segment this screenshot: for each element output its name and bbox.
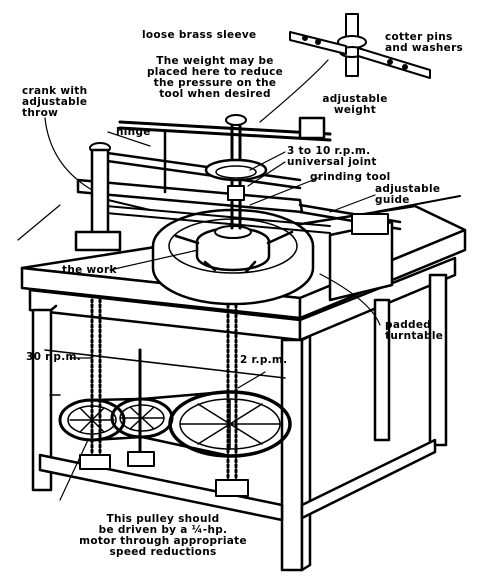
label-the-work: the work [62, 264, 117, 276]
lower-shafts [79, 298, 249, 497]
label-adjustable-weight: adjustable weight [322, 93, 388, 116]
label-universal-joint: universal joint [287, 156, 377, 168]
label-rpm-2: 2 r.p.m. [240, 354, 288, 366]
label-rpm-3-10: 3 to 10 r.p.m. [287, 145, 371, 157]
label-pulley-note: This pulley should be driven by a ¼-hp. … [79, 513, 247, 558]
label-adjustable-guide: adjustable guide [375, 183, 441, 206]
cotter-detail [259, 13, 431, 123]
bottom-rails [38, 349, 437, 522]
adjustable-guide [328, 195, 461, 302]
label-grinding-tool: grinding tool [310, 171, 391, 183]
crank-assembly [74, 142, 151, 252]
leader-lines [17, 117, 381, 501]
label-rpm-30: 30 r.p.m. [26, 351, 82, 363]
label-crank: crank with adjustable throw [22, 85, 88, 119]
table-legs [31, 273, 448, 572]
upper-bars [76, 120, 402, 234]
adjustable-weight [298, 116, 326, 140]
label-hinge: hinge [116, 126, 151, 138]
label-padded-turntable: padded turntable [385, 319, 444, 342]
pulley-small-middle [110, 397, 174, 439]
label-cotter-pins: cotter pins and washers [385, 31, 464, 54]
label-weight-note: The weight may be placed here to reduce … [146, 55, 284, 100]
central-spindle [163, 114, 268, 230]
label-loose-brass-sleeve: loose brass sleeve [142, 29, 257, 41]
